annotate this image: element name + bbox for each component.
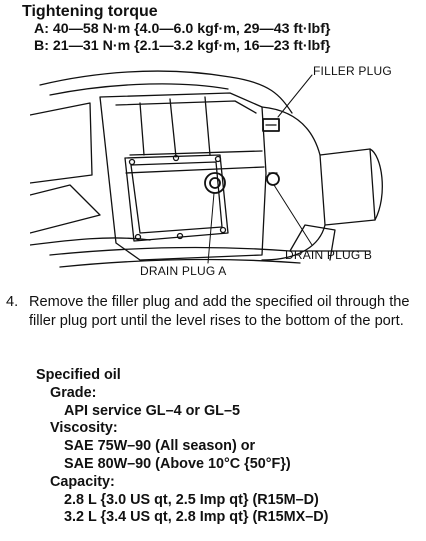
- grade-label: Grade:: [50, 384, 97, 401]
- torque-title: Tightening torque: [22, 3, 158, 20]
- viscosity-value-1: SAE 75W–90 (All season) or: [64, 438, 256, 455]
- specified-oil-block: Specified oil Grade: API service GL–4 or…: [36, 367, 421, 527]
- filler-plug-label: FILLER PLUG: [313, 64, 392, 78]
- step-text: Remove the filler plug and add the speci…: [29, 294, 410, 329]
- oil-title: Specified oil: [36, 367, 121, 383]
- grade-value: API service GL–4 or GL–5: [64, 402, 240, 419]
- capacity-value-2: 3.2 L {3.4 US qt, 2.8 Imp qt} (R15MX–D): [64, 509, 329, 526]
- viscosity-value-2: SAE 80W–90 (Above 10°C {50°F}): [64, 455, 291, 472]
- viscosity-label: Viscosity:: [50, 420, 118, 437]
- drain-plug-b-label: DRAIN PLUG B: [285, 248, 373, 262]
- transmission-drawing: [30, 70, 383, 268]
- capacity-label: Capacity:: [50, 473, 115, 490]
- torque-spec-b: B: 21—31 N·m {2.1—3.2 kgf·m, 16—23 ft·lb…: [34, 38, 331, 54]
- capacity-value-1: 2.8 L {3.0 US qt, 2.5 Imp qt} (R15M–D): [64, 491, 319, 508]
- torque-spec-a: A: 40—58 N·m {4.0—6.0 kgf·m, 29—43 ft·lb…: [34, 21, 331, 37]
- tightening-torque-block: Tightening torque A: 40—58 N·m {4.0—6.0 …: [22, 3, 422, 55]
- step-number: 4.: [6, 294, 19, 310]
- transmission-illustration: FILLER PLUG DRAIN PLUG A DRAIN PLUG B: [30, 55, 400, 285]
- drain-plug-a-label: DRAIN PLUG A: [140, 264, 227, 278]
